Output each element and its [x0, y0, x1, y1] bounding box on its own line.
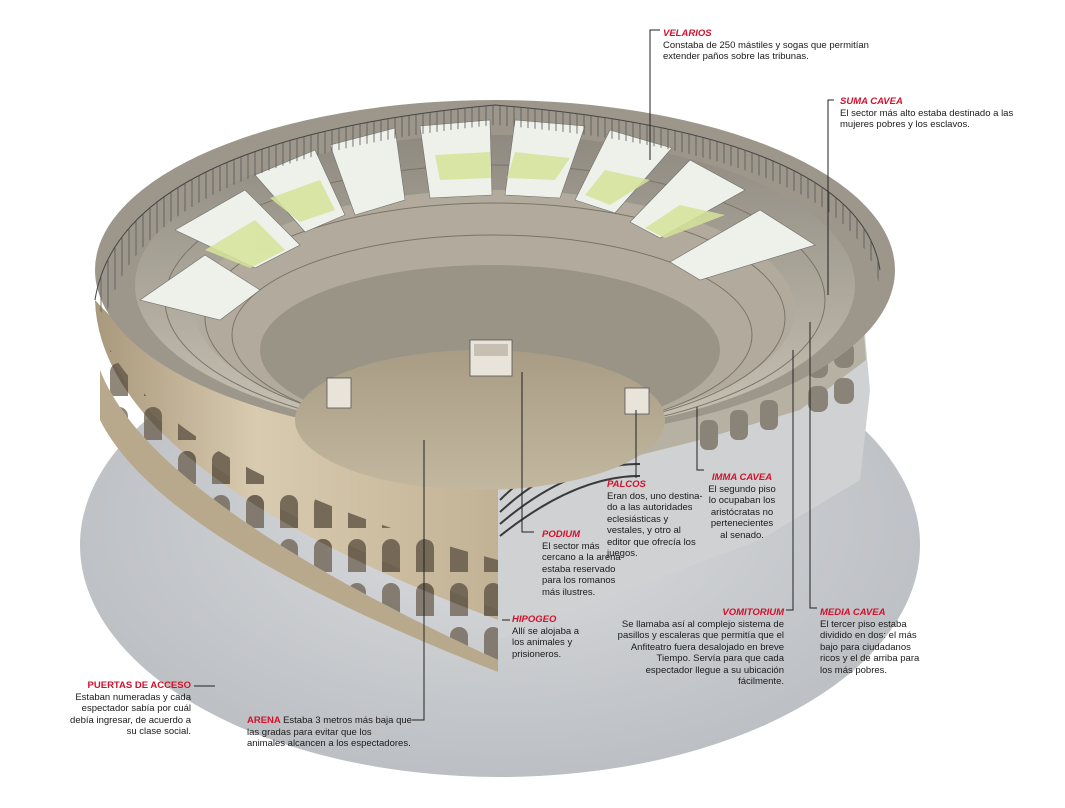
label-hipogeo: HIPOGEO Allí se alojaba a los animales y… [512, 614, 590, 660]
label-suma-cavea-title: SUMA CAVEA [840, 96, 903, 107]
label-arena: ARENA Estaba 3 metros más baja que las g… [247, 715, 412, 750]
mast-ring [94, 104, 881, 320]
label-arena-title: ARENA [247, 715, 284, 726]
label-podium: PODIUM El sector más cercano a la arena … [542, 529, 624, 598]
leader-vomitorium [786, 350, 794, 611]
label-vomitorium-text: Se llamaba así al complejo sistema de pa… [617, 618, 784, 688]
box-structures [326, 339, 650, 415]
label-hipogeo-title: HIPOGEO [512, 614, 557, 625]
arena-floor [295, 350, 665, 490]
label-velarios-text: Constaba de 250 mástiles y sogas que per… [663, 39, 869, 63]
label-media-cavea: MEDIA CAVEA El tercer piso estaba dividi… [820, 607, 925, 676]
label-velarios: VELARIOS Constaba de 250 mástiles y soga… [663, 28, 893, 63]
label-suma-cavea: SUMA CAVEA El sector más alto estaba des… [840, 96, 1015, 131]
leader-suma-cavea [827, 99, 834, 295]
label-media-cavea-title: MEDIA CAVEA [820, 607, 886, 618]
label-imma-cavea: IMMA CAVEA El segundo piso lo ocupaban l… [706, 472, 778, 541]
label-puertas-title: PUERTAS DE ACCESO [87, 680, 191, 691]
velarium-awnings [139, 119, 816, 321]
label-media-cavea-text: El tercer piso estaba dividido en dos: e… [820, 618, 920, 676]
label-podium-title: PODIUM [542, 529, 580, 540]
label-imma-cavea-title: IMMA CAVEA [711, 472, 773, 483]
label-arena-text: Estaba 3 metros más baja que las gradas … [247, 715, 412, 749]
label-vomitorium-title: VOMITORIUM [722, 607, 784, 618]
label-podium-text: El sector más cercano a la arena estaba … [542, 540, 621, 598]
label-velarios-title: VELARIOS [663, 28, 712, 39]
leader-media-cavea [809, 322, 817, 609]
label-vomitorium: VOMITORIUM Se llamaba así al complejo si… [612, 607, 784, 688]
leader-arena [412, 440, 425, 721]
leader-lines [194, 29, 834, 721]
label-puertas-text: Estaban numeradas y cada espectador sabí… [70, 691, 191, 738]
label-palcos-text: Eran dos, uno destina-do a las autoridad… [607, 490, 703, 560]
label-hipogeo-text: Allí se alojaba a los animales y prision… [512, 625, 580, 660]
label-suma-cavea-text: El sector más alto estaba destinado a la… [840, 107, 1014, 131]
leader-imma-cavea [696, 407, 704, 471]
label-palcos: PALCOS Eran dos, uno destina-do a las au… [607, 479, 705, 560]
leader-velarios [649, 29, 660, 160]
label-imma-cavea-text: El segundo piso lo ocupaban los aristócr… [708, 483, 776, 541]
label-puertas-de-acceso: PUERTAS DE ACCESO Estaban numeradas y ca… [58, 680, 191, 738]
leader-podium [521, 372, 534, 533]
label-palcos-title: PALCOS [607, 479, 646, 490]
